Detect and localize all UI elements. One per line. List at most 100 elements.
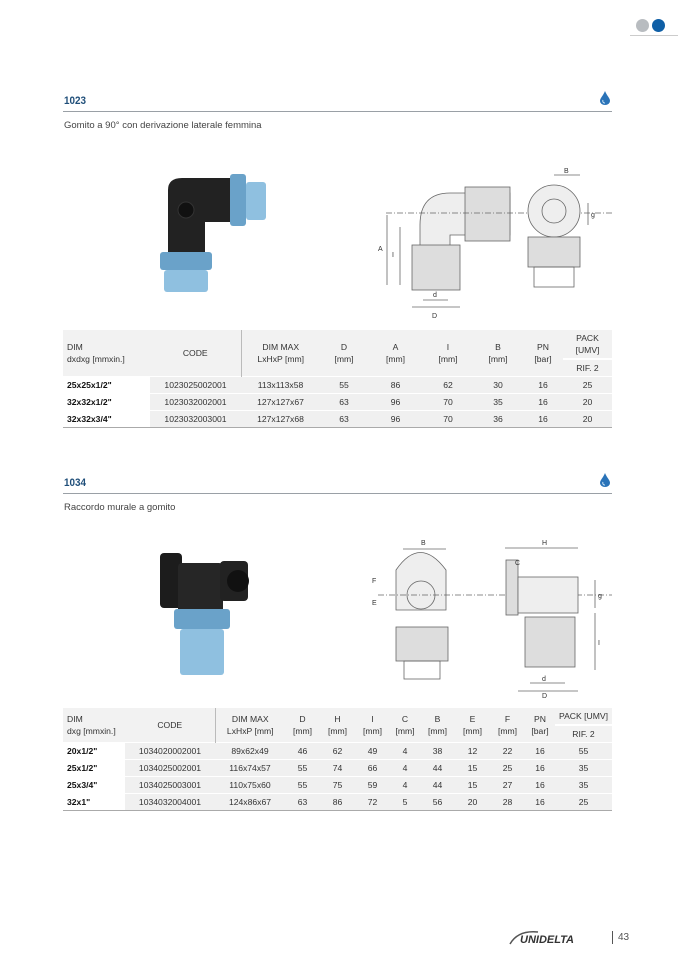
unidelta-logo: UNIDELTA bbox=[509, 931, 574, 946]
divider bbox=[630, 35, 678, 36]
header-line: D bbox=[340, 342, 348, 352]
column-header: D[mm] bbox=[320, 330, 368, 377]
dim-label-b: B bbox=[421, 540, 426, 547]
value-cell: 56 bbox=[420, 793, 455, 811]
column-header: PN [bar] bbox=[523, 330, 563, 377]
header-line: [mm] bbox=[497, 726, 518, 736]
header-line: [mm] bbox=[427, 726, 448, 736]
section-rule bbox=[63, 111, 612, 112]
value-cell: 49 bbox=[355, 742, 390, 760]
dim-cell: 32x32x3/4" bbox=[63, 410, 150, 428]
value-cell: 55 bbox=[320, 376, 368, 394]
header-line: DIM bbox=[67, 342, 83, 352]
value-cell: 55 bbox=[285, 759, 320, 777]
value-cell: 4 bbox=[390, 776, 420, 794]
dim-label-f: F bbox=[372, 578, 376, 585]
value-cell: 113x113x58 bbox=[241, 376, 320, 394]
value-cell: 44 bbox=[420, 776, 455, 794]
value-cell: 96 bbox=[368, 410, 423, 428]
value-cell: 55 bbox=[555, 742, 612, 760]
dim-label-d: D bbox=[542, 693, 547, 700]
code-cell: 1034025003001 bbox=[125, 776, 215, 794]
value-cell: 25 bbox=[555, 793, 612, 811]
code-cell: 1034025002001 bbox=[125, 759, 215, 777]
dim-label-e: E bbox=[372, 600, 377, 607]
header-line: C bbox=[401, 714, 409, 724]
header-line: [mm] bbox=[395, 726, 415, 736]
header-line: [mm] bbox=[292, 726, 313, 736]
value-cell: 20 bbox=[563, 410, 612, 428]
column-header: CODE bbox=[125, 708, 216, 743]
value-cell: 62 bbox=[320, 742, 355, 760]
value-cell: 66 bbox=[355, 759, 390, 777]
column-header: DIM MAX LxHxP [mm] bbox=[241, 330, 320, 377]
product-photo-wall-elbow bbox=[160, 553, 249, 675]
column-header: I[mm] bbox=[355, 708, 390, 743]
section-description: Gomito a 90° con derivazione laterale fe… bbox=[64, 120, 262, 131]
value-cell: 70 bbox=[423, 393, 473, 411]
column-header: F[mm] bbox=[490, 708, 525, 743]
header-line: E bbox=[469, 714, 476, 724]
header-line: [mm] bbox=[438, 354, 458, 364]
value-cell: 16 bbox=[525, 793, 555, 811]
value-cell: 27 bbox=[490, 776, 525, 794]
header-line: B bbox=[495, 342, 501, 352]
header-line: [bar] bbox=[531, 726, 549, 736]
water-drop-icon bbox=[600, 91, 610, 105]
header-line: A bbox=[392, 342, 399, 352]
value-cell: 4 bbox=[390, 742, 420, 760]
header-line: D bbox=[299, 714, 306, 724]
header-line: [mm] bbox=[327, 726, 348, 736]
header-line: [mm] bbox=[385, 354, 406, 364]
dim-label-h: H bbox=[542, 540, 547, 547]
value-cell: 55 bbox=[285, 776, 320, 794]
page-number: 43 bbox=[612, 931, 629, 944]
column-header: A [mm] bbox=[368, 330, 423, 377]
value-cell: 70 bbox=[423, 410, 473, 428]
value-cell: 116x74x57 bbox=[215, 759, 285, 777]
column-header: B [mm] bbox=[473, 330, 523, 377]
header-line: [bar] bbox=[534, 354, 552, 364]
value-cell: 16 bbox=[525, 759, 555, 777]
column-header: E[mm] bbox=[455, 708, 490, 743]
section-code-1023: 1023 bbox=[64, 95, 87, 107]
value-cell: 62 bbox=[423, 376, 473, 394]
dim-cell: 32x32x1/2" bbox=[63, 393, 150, 411]
section-code-1034: 1034 bbox=[64, 477, 87, 489]
header-line: DIM MAX bbox=[262, 342, 300, 352]
dim-label-i: I bbox=[392, 252, 394, 259]
dim-label-b: B bbox=[564, 168, 569, 175]
column-header: PN[bar] bbox=[525, 708, 555, 743]
header-line: dxg [mmxin.] bbox=[67, 726, 116, 736]
value-cell: 110x75x60 bbox=[215, 776, 285, 794]
brand-name: UNIDELTA bbox=[520, 934, 574, 946]
value-cell: 36 bbox=[473, 410, 523, 428]
value-cell: 44 bbox=[420, 759, 455, 777]
value-cell: 4 bbox=[390, 759, 420, 777]
value-cell: 96 bbox=[368, 393, 423, 411]
dim-cell: 32x1" bbox=[63, 793, 125, 811]
value-cell: 46 bbox=[285, 742, 320, 760]
value-cell: 16 bbox=[525, 776, 555, 794]
header-line: [mm] bbox=[362, 726, 383, 736]
column-header: D [mm] bbox=[285, 708, 320, 743]
value-cell: 124x86x67 bbox=[215, 793, 285, 811]
dim-label-d: D bbox=[432, 313, 437, 320]
column-header: C [mm] bbox=[390, 708, 420, 743]
column-header: CODE bbox=[150, 330, 242, 377]
technical-drawing-1034: B F E H C g I d D bbox=[372, 540, 612, 700]
header-line: LxHxP [mm] bbox=[257, 354, 305, 364]
code-cell: 1034032004001 bbox=[125, 793, 215, 811]
value-cell: 35 bbox=[555, 759, 612, 777]
header-line: B bbox=[434, 714, 441, 724]
header-line: PN bbox=[537, 342, 549, 352]
column-subheader: RIF. 2 bbox=[555, 725, 612, 743]
header-line: [mm] bbox=[488, 354, 508, 364]
